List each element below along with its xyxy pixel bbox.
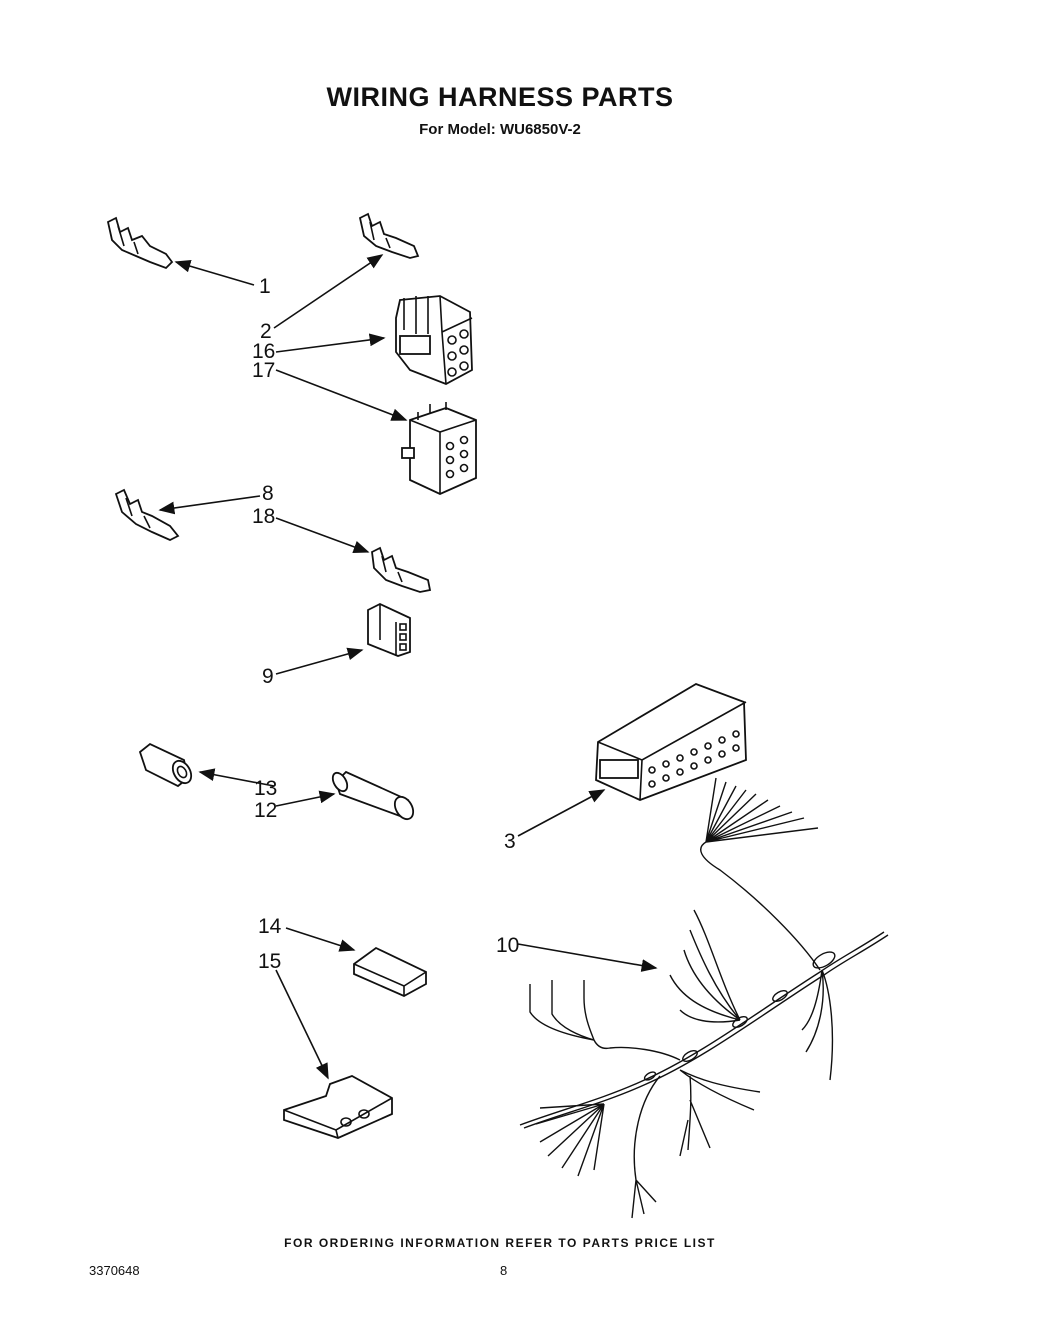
callout-10: 10 <box>496 934 519 957</box>
ordering-note: FOR ORDERING INFORMATION REFER TO PARTS … <box>284 1236 716 1250</box>
page-number: 8 <box>500 1263 508 1278</box>
callout-17: 17 <box>252 359 275 382</box>
page-title: WIRING HARNESS PARTS <box>326 82 674 112</box>
part-8-terminal <box>114 488 180 541</box>
callout-2: 2 <box>260 320 272 343</box>
leader-lines <box>158 254 658 1080</box>
callout-12: 12 <box>254 799 277 822</box>
callout-labels: 1 2 16 17 8 18 9 13 12 3 14 10 15 <box>252 275 519 973</box>
callout-16: 16 <box>252 340 275 363</box>
part-9-block <box>367 603 411 657</box>
model-subtitle: For Model: WU6850V-2 <box>419 121 581 138</box>
part-10-wiring-harness <box>519 777 889 1219</box>
callout-18: 18 <box>252 505 275 528</box>
callout-8: 8 <box>262 482 274 505</box>
callout-1: 1 <box>259 275 271 298</box>
callout-14: 14 <box>258 915 282 938</box>
part-12-sleeve <box>331 770 415 821</box>
document-number: 3370648 <box>89 1263 140 1278</box>
part-2-terminal <box>358 212 420 259</box>
callout-15: 15 <box>258 950 281 973</box>
callout-13: 13 <box>254 777 277 800</box>
part-16-connector-housing <box>395 295 473 385</box>
callout-3: 3 <box>504 830 516 853</box>
part-1-terminal <box>106 216 174 270</box>
part-17-connector-block <box>401 402 477 495</box>
part-18-terminal <box>371 546 432 593</box>
part-14-clip <box>353 946 427 998</box>
part-13-barrel-splice <box>138 742 193 788</box>
part-3-connector <box>595 683 747 801</box>
callout-9: 9 <box>262 665 274 688</box>
part-15-holder <box>283 1075 393 1139</box>
